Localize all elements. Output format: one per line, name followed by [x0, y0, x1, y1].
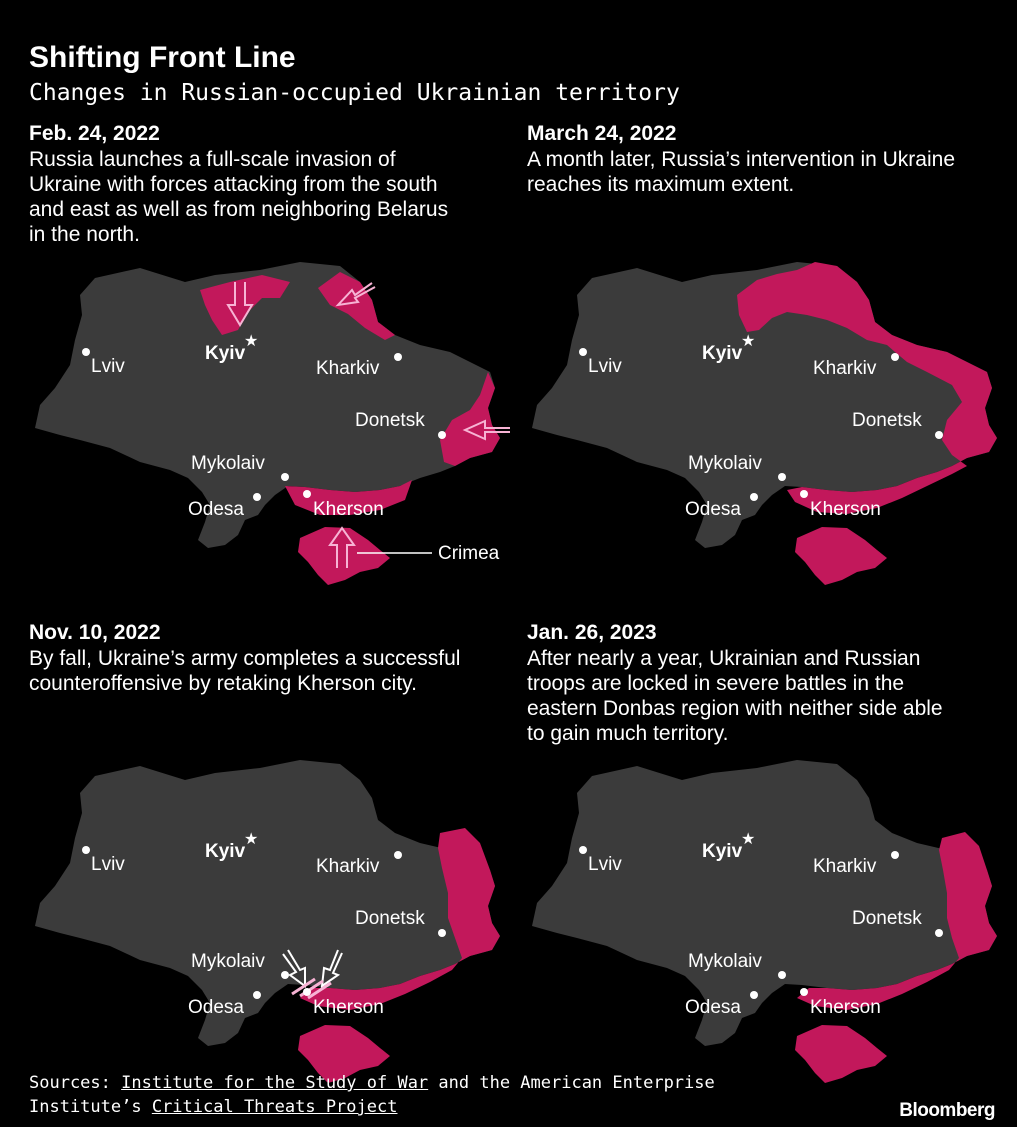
capital-star-icon: ★ [244, 333, 258, 350]
city-label-kyiv: Kyiv [702, 841, 743, 862]
capital-star-icon: ★ [741, 333, 755, 350]
city-label-mykolaiv: Mykolaiv [688, 453, 762, 474]
city-label-donetsk: Donetsk [852, 410, 922, 431]
city-label-kharkiv: Kharkiv [813, 358, 877, 379]
link-institute-study-of-war[interactable]: Institute for the Study of War [121, 1073, 429, 1093]
capital-star-icon: ★ [741, 831, 755, 848]
city-label-kherson: Kherson [313, 499, 384, 520]
city-label-lviv: Lviv [588, 854, 622, 875]
city-label-kyiv: Kyiv [205, 841, 246, 862]
sources-line-2: Institute’s Critical Threats Project [29, 1097, 398, 1117]
city-label-lviv: Lviv [91, 854, 125, 875]
city-label-kherson: Kherson [313, 997, 384, 1018]
city-label-lviv: Lviv [91, 356, 125, 377]
invasion-arrow-northeast [335, 282, 376, 307]
map-nov-10-2022: Lviv Kyiv ★ Kharkiv Donetsk Mykolaiv Ode… [0, 748, 510, 1098]
page-title: Shifting Front Line [29, 41, 296, 74]
panel-4-date: Jan. 26, 2023 [527, 621, 657, 644]
city-label-donetsk: Donetsk [355, 410, 425, 431]
panel-3-date: Nov. 10, 2022 [29, 621, 161, 644]
city-label-kharkiv: Kharkiv [316, 856, 380, 877]
sources-note: Sources: Institute for the Study of War … [29, 1071, 715, 1119]
city-label-donetsk: Donetsk [852, 908, 922, 929]
city-label-mykolaiv: Mykolaiv [191, 453, 265, 474]
city-label-lviv: Lviv [588, 356, 622, 377]
capital-star-icon: ★ [244, 831, 258, 848]
city-label-mykolaiv: Mykolaiv [688, 951, 762, 972]
map-feb-24-2022: Lviv Kyiv ★ Kharkiv Donetsk Mykolaiv Ode… [0, 250, 510, 600]
panel-2-description: A month later, Russia’s intervention in … [527, 148, 955, 196]
counteroffensive-arrow-east [320, 949, 343, 989]
panel-1-description: Russia launches a full-scale invasion of… [29, 148, 449, 246]
panel-4-description: After nearly a year, Ukrainian and Russi… [527, 647, 943, 745]
city-label-odesa: Odesa [685, 499, 741, 520]
bloomberg-logo: Bloomberg [899, 1100, 995, 1121]
city-label-kharkiv: Kharkiv [316, 358, 380, 379]
invasion-arrow-south [328, 526, 356, 568]
city-label-odesa: Odesa [685, 997, 741, 1018]
page-subtitle: Changes in Russian-occupied Ukrainian te… [29, 80, 680, 106]
city-label-donetsk: Donetsk [355, 908, 425, 929]
region-label-crimea: Crimea [438, 543, 500, 564]
city-label-odesa: Odesa [188, 997, 244, 1018]
invasion-arrow-north [226, 282, 254, 327]
city-label-kharkiv: Kharkiv [813, 856, 877, 877]
link-critical-threats-project[interactable]: Critical Threats Project [151, 1097, 398, 1117]
city-label-kyiv: Kyiv [205, 343, 246, 364]
city-label-kherson: Kherson [810, 997, 881, 1018]
city-label-mykolaiv: Mykolaiv [191, 951, 265, 972]
city-label-odesa: Odesa [188, 499, 244, 520]
map-march-24-2022: Lviv Kyiv ★ Kharkiv Donetsk Mykolaiv Ode… [497, 250, 1007, 600]
panel-2-date: March 24, 2022 [527, 122, 677, 145]
panel-1-date: Feb. 24, 2022 [29, 122, 160, 145]
invasion-arrow-east [462, 419, 510, 441]
city-label-kyiv: Kyiv [702, 343, 743, 364]
panel-3-description: By fall, Ukraine’s army completes a succ… [29, 647, 461, 695]
map-jan-26-2023: Lviv Kyiv ★ Kharkiv Donetsk Mykolaiv Ode… [497, 748, 1007, 1098]
city-label-kherson: Kherson [810, 499, 881, 520]
sources-line-1: Sources: Institute for the Study of War … [29, 1073, 715, 1093]
